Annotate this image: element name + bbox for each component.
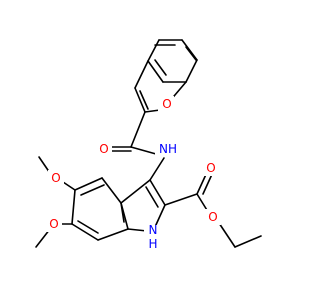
bond (147, 60, 164, 83)
structure-svg: O O NH O O O O (35, 39, 262, 253)
methoxy5-oxygen-atom: O (48, 170, 64, 186)
bond (154, 59, 167, 76)
indole-nitrogen-atom: N H (144, 223, 162, 253)
atom-label: O (208, 210, 217, 224)
bond (97, 228, 129, 241)
bond (147, 39, 160, 62)
bond (127, 228, 148, 232)
bond (101, 177, 122, 204)
bond (154, 204, 166, 228)
atom-label: H (148, 237, 157, 251)
furan-oxygen-atom: O (158, 96, 174, 112)
bond (80, 184, 105, 196)
bond (120, 179, 151, 204)
bond (185, 46, 197, 61)
bond (185, 59, 198, 83)
ester-oxygen-atom: O (205, 209, 221, 225)
bond (164, 193, 198, 206)
bond (144, 109, 161, 113)
bond (181, 39, 198, 61)
atom-label: O (49, 217, 58, 231)
bond (134, 87, 146, 113)
bond (130, 146, 157, 155)
bond (149, 157, 165, 181)
bond (120, 202, 125, 223)
molecule-structure-diagram: O O NH O O O O (35, 39, 262, 253)
bond (134, 60, 149, 89)
bond (74, 177, 103, 191)
bond (234, 235, 262, 248)
bond (218, 222, 236, 248)
atom-label: NH (159, 142, 177, 156)
bond (149, 179, 166, 206)
atom-labels: O O NH O O O O (46, 96, 221, 253)
bond (139, 90, 149, 110)
ester-carbonyl-oxygen-atom: O (203, 160, 219, 176)
atom-label: O (162, 97, 171, 111)
atom-label: N (149, 223, 158, 237)
methoxy6-oxygen-atom: O (46, 216, 62, 232)
bond (71, 223, 99, 241)
bond (71, 189, 76, 225)
atom-label: O (206, 161, 215, 175)
bond (130, 111, 146, 148)
amide-oxygen-atom: O (96, 141, 112, 157)
bond (145, 186, 159, 208)
atom-label: O (99, 142, 108, 156)
atom-label: O (51, 171, 60, 185)
bond (77, 220, 99, 234)
amide-nitrogen-atom: NH (155, 141, 181, 157)
bonds (35, 39, 262, 248)
